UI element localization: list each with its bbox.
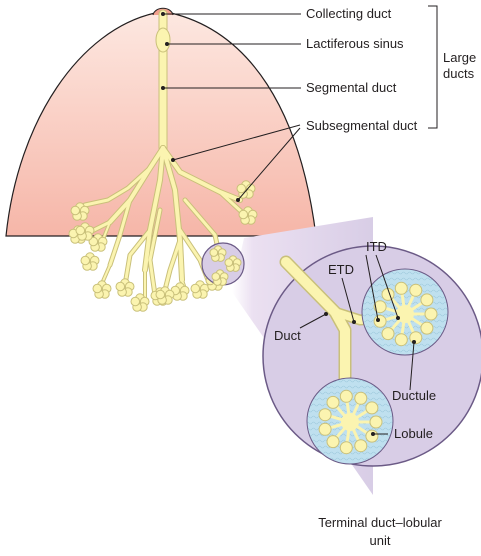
acinus-lobe bbox=[156, 290, 165, 299]
ductule bbox=[425, 308, 437, 320]
ductule bbox=[410, 284, 422, 296]
lactiferous-sinus-shape bbox=[156, 28, 170, 52]
ductule bbox=[355, 440, 367, 452]
acinus-lobe bbox=[210, 249, 218, 257]
ductule bbox=[395, 334, 407, 346]
acinus-lobe bbox=[81, 256, 90, 265]
acinus-lobe bbox=[225, 259, 233, 267]
ductule bbox=[340, 390, 352, 402]
acinus-lobe bbox=[93, 284, 102, 293]
acinus-lobe bbox=[212, 273, 220, 281]
label-tdlu-line1: Terminal duct–lobular bbox=[318, 515, 442, 530]
label-itd: ITD bbox=[366, 239, 387, 254]
ductule bbox=[370, 416, 382, 428]
acinus-lobe bbox=[76, 226, 85, 235]
label-segmental-duct: Segmental duct bbox=[306, 80, 397, 95]
acinus-lobe bbox=[131, 297, 140, 306]
ductule-hub bbox=[341, 413, 359, 431]
acinus-lobe bbox=[239, 210, 248, 219]
acinus-lobe bbox=[237, 184, 246, 193]
ductule bbox=[340, 442, 352, 454]
ductule bbox=[374, 315, 386, 327]
ductule bbox=[319, 409, 331, 421]
label-tdlu-line2: unit bbox=[370, 533, 391, 548]
ductule bbox=[366, 402, 378, 414]
ductule bbox=[319, 423, 331, 435]
label-subsegmental-duct: Subsegmental duct bbox=[306, 118, 418, 133]
ductule bbox=[421, 322, 433, 334]
acinus-lobe bbox=[191, 284, 200, 293]
ductule bbox=[355, 392, 367, 404]
label-lactiferous-sinus: Lactiferous sinus bbox=[306, 36, 404, 51]
label-duct: Duct bbox=[274, 328, 301, 343]
label-large-ducts-line2: ducts bbox=[443, 66, 475, 81]
ductule-hub bbox=[396, 305, 414, 323]
acinus-lobe bbox=[116, 282, 125, 291]
ductule bbox=[395, 282, 407, 294]
label-collecting-duct: Collecting duct bbox=[306, 6, 392, 21]
ductule bbox=[382, 328, 394, 340]
ductule bbox=[327, 396, 339, 408]
label-etd: ETD bbox=[328, 262, 354, 277]
label-lobule: Lobule bbox=[394, 426, 433, 441]
ductule bbox=[327, 436, 339, 448]
label-large-ducts-line1: Large bbox=[443, 50, 476, 65]
ductule bbox=[421, 294, 433, 306]
label-ductule: Ductule bbox=[392, 388, 436, 403]
ductule bbox=[366, 430, 378, 442]
acinus-lobe bbox=[71, 206, 80, 215]
